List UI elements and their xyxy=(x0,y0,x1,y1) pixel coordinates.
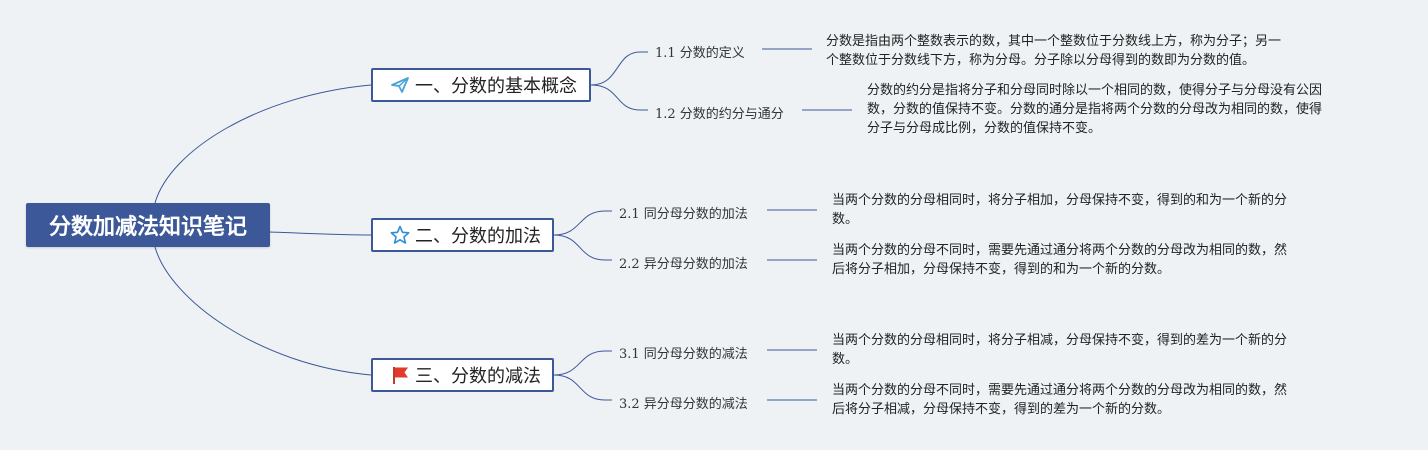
connector-b3-c2 xyxy=(553,374,612,401)
subtopic-2-1[interactable]: 2.1 同分母分数的加法 xyxy=(619,207,748,222)
branch-label: 二、分数的加法 xyxy=(415,226,541,247)
root-title: 分数加减法知识笔记 xyxy=(48,215,247,240)
paper-plane-icon xyxy=(389,74,411,96)
description-line: 当两个分数的分母相同时，将分子相减，分母保持不变，得到的差为一个新的分 xyxy=(832,333,1288,348)
description-line: 分数的约分是指将分子和分母同时除以一个相同的数，使得分子与分母没有公因 xyxy=(867,83,1323,98)
subtopic-3-2[interactable]: 3.2 异分母分数的减法 xyxy=(619,397,748,412)
subtopic-2-2[interactable]: 2.2 异分母分数的加法 xyxy=(619,257,748,272)
description-line: 个整数位于分数线下方，称为分母。分子除以分母得到的数即为分数的值。 xyxy=(826,53,1256,68)
description-line: 当两个分数的分母不同时，需要先通过通分将两个分数的分母改为相同的数，然 xyxy=(832,383,1288,398)
description-line: 后将分子相加，分母保持不变，得到的和为一个新的分数。 xyxy=(832,262,1171,277)
connector-root-branch2 xyxy=(269,231,372,236)
connector-root-branch3 xyxy=(154,246,372,376)
description-line: 数，分数的值保持不变。分数的通分是指将两个分数的分母改为相同的数，使得 xyxy=(867,102,1323,117)
description-line: 数。 xyxy=(832,352,859,367)
description-2-2: 当两个分数的分母不同时，需要先通过通分将两个分数的分母改为相同的数，然 后将分子… xyxy=(832,241,1287,279)
description-3-1: 当两个分数的分母相同时，将分子相减，分母保持不变，得到的差为一个新的分 数。 xyxy=(832,331,1287,369)
branch-node-addition[interactable]: 二、分数的加法 xyxy=(371,218,554,252)
description-line: 分数是指由两个整数表示的数，其中一个整数位于分数线上方，称为分子；另一 xyxy=(826,34,1282,49)
connector-root-branch1 xyxy=(154,84,372,204)
branch-node-subtraction[interactable]: 三、分数的减法 xyxy=(371,358,554,392)
subtopic-1-2[interactable]: 1.2 分数的约分与通分 xyxy=(655,107,784,122)
branch-node-basic-concept[interactable]: 一、分数的基本概念 xyxy=(371,68,591,102)
description-line: 后将分子相减，分母保持不变，得到的差为一个新的分数。 xyxy=(832,402,1171,417)
description-2-1: 当两个分数的分母相同时，将分子相加，分母保持不变，得到的和为一个新的分 数。 xyxy=(832,191,1287,229)
branch-label: 一、分数的基本概念 xyxy=(415,76,577,97)
description-line: 当两个分数的分母相同时，将分子相加，分母保持不变，得到的和为一个新的分 xyxy=(832,193,1288,208)
connector-b2-c2 xyxy=(553,234,612,261)
connector-b3-c1 xyxy=(553,350,612,376)
description-3-2: 当两个分数的分母不同时，需要先通过通分将两个分数的分母改为相同的数，然 后将分子… xyxy=(832,381,1287,419)
branch-label: 三、分数的减法 xyxy=(415,366,541,387)
description-line: 数。 xyxy=(832,212,859,227)
flag-icon xyxy=(389,364,411,386)
connector-b1-c1 xyxy=(590,51,648,86)
description-line: 当两个分数的分母不同时，需要先通过通分将两个分数的分母改为相同的数，然 xyxy=(832,243,1288,258)
connector-b1-c2 xyxy=(590,84,648,111)
description-1-1: 分数是指由两个整数表示的数，其中一个整数位于分数线上方，称为分子；另一 个整数位… xyxy=(826,32,1281,70)
description-line: 分子与分母成比例，分数的值保持不变。 xyxy=(867,121,1102,136)
subtopic-1-1[interactable]: 1.1 分数的定义 xyxy=(655,46,745,61)
subtopic-3-1[interactable]: 3.1 同分母分数的减法 xyxy=(619,347,748,362)
description-1-2: 分数的约分是指将分子和分母同时除以一个相同的数，使得分子与分母没有公因 数，分数… xyxy=(867,81,1322,138)
connector-b2-c1 xyxy=(553,210,612,236)
star-icon xyxy=(389,224,411,246)
root-node[interactable]: 分数加减法知识笔记 xyxy=(26,203,270,247)
